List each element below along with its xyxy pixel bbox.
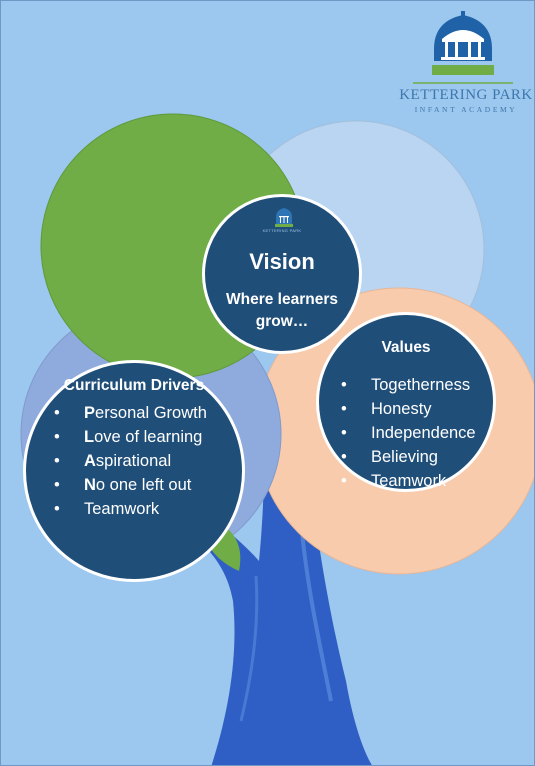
list-item: •No one left out [54, 473, 244, 497]
list-item: •Independence [341, 421, 491, 445]
bullet-icon: • [341, 400, 347, 418]
vision-title: Vision [249, 249, 315, 274]
school-name: KETTERING PARK [399, 87, 533, 103]
mini-logo-icon [275, 208, 293, 227]
vision-bubble: KETTERING PARK Vision Where learners gro… [202, 194, 362, 354]
list-item: •Teamwork [341, 469, 491, 493]
list-item: •Personal Growth [54, 401, 244, 425]
mini-logo-caption: KETTERING PARK [262, 228, 302, 233]
bullet-icon: • [341, 376, 347, 394]
trunk-highlight [299, 520, 333, 702]
bullet-icon: • [54, 428, 60, 446]
values-bubble: Values •Togetherness •Honesty •Independe… [316, 312, 496, 492]
values-list: •Togetherness •Honesty •Independence •Be… [341, 373, 491, 493]
curriculum-drivers-bubble: Curriculum Drivers •Personal Growth •Lov… [23, 360, 245, 582]
bullet-icon: • [341, 448, 347, 466]
bullet-icon: • [54, 404, 60, 422]
bullet-icon: • [341, 424, 347, 442]
list-item: •Love of learning [54, 425, 244, 449]
values-title: Values [381, 339, 431, 356]
school-logo-emblem [413, 11, 513, 84]
school-subtitle: INFANT ACADEMY [414, 105, 518, 114]
list-item: •Aspirational [54, 449, 244, 473]
bullet-icon: • [54, 476, 60, 494]
bullet-icon: • [341, 472, 347, 490]
bullet-icon: • [54, 452, 60, 470]
list-item: •Believing [341, 445, 491, 469]
bullet-icon: • [54, 500, 60, 518]
list-item: •Togetherness [341, 373, 491, 397]
vision-subtitle: Where learners grow… [226, 291, 338, 330]
list-item: •Teamwork [54, 497, 244, 521]
curriculum-drivers-title: Curriculum Drivers [63, 377, 205, 394]
trunk-highlight-2 [239, 575, 259, 722]
list-item: •Honesty [341, 397, 491, 421]
curriculum-drivers-list: •Personal Growth •Love of learning •Aspi… [54, 401, 244, 521]
